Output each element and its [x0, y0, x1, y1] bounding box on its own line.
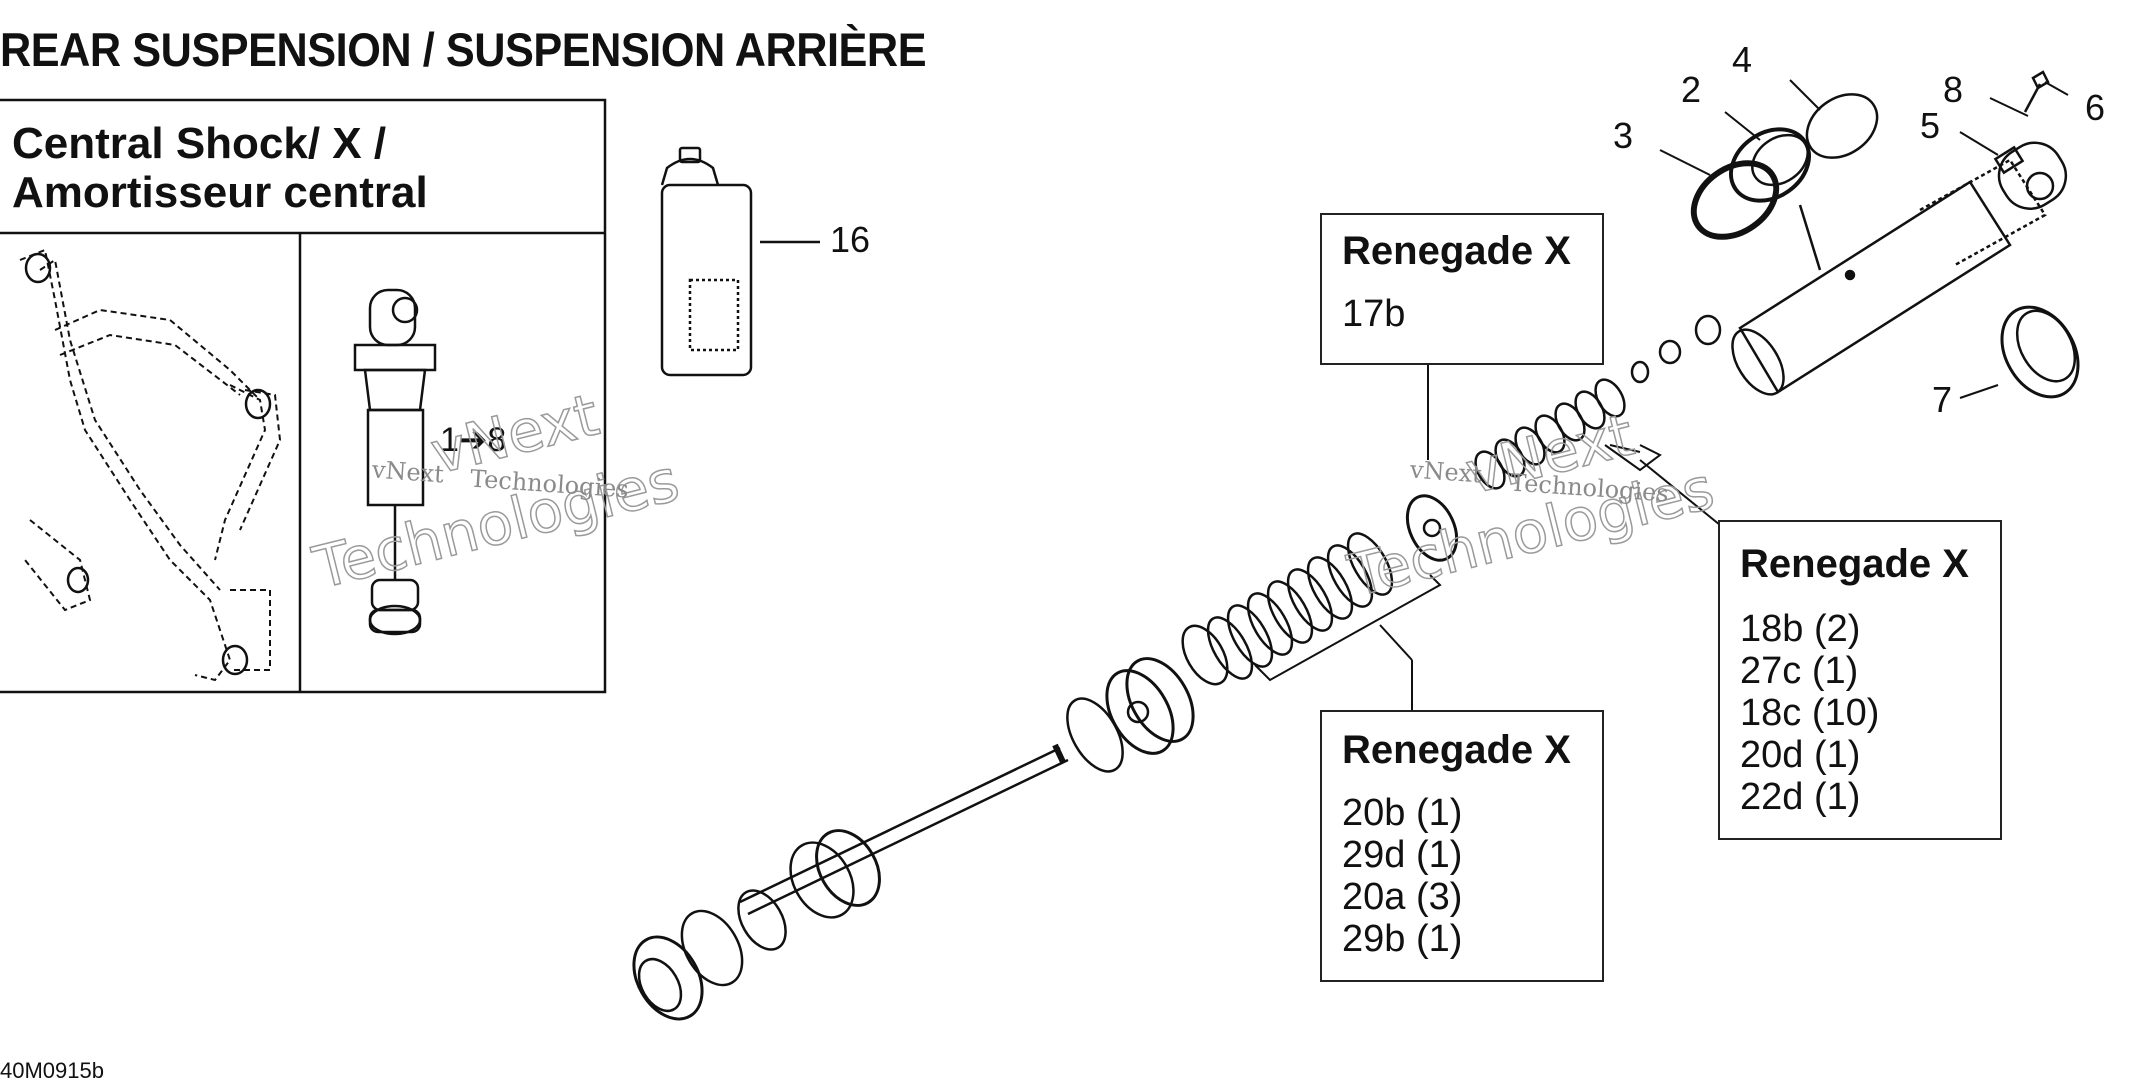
box20-line-3: 20a (3)	[1342, 876, 1463, 918]
callout-8: 8	[1943, 69, 1964, 110]
page-title: REAR SUSPENSION / SUSPENSION ARRIÈRE	[0, 23, 927, 76]
box18-line-1: 18b (2)	[1740, 608, 1861, 650]
gasket	[1066, 697, 1124, 773]
spanner-ring-7	[2000, 305, 2080, 399]
watermark-text-left-1: vNext	[371, 455, 445, 489]
small-shock-drawing	[353, 288, 437, 636]
box18-line-3: 18c (10)	[1740, 692, 1880, 734]
suspension-frame-drawing	[19, 248, 282, 682]
renegade-box-20: Renegade X 20b (1) 29d (1) 20a (3) 29b (…	[1320, 710, 1604, 982]
callout-2: 2	[1681, 69, 1702, 110]
inset-title-line1: Central Shock/ X /	[12, 119, 387, 168]
shock-body	[1731, 141, 2068, 396]
callout-6: 6	[2085, 87, 2106, 128]
inset-range-label: 1➔8	[440, 421, 507, 459]
box20-title: Renegade X	[1342, 728, 1571, 772]
box20-line-1: 20b (1)	[1342, 792, 1463, 834]
nut-5	[1993, 145, 2025, 175]
upper-spring-stack	[1474, 378, 1626, 490]
callout-3: 3	[1613, 115, 1634, 156]
renegade-box-17: Renegade X 17b	[1320, 213, 1604, 365]
leader-lines	[1254, 79, 2069, 710]
box17-line-1: 17b	[1342, 293, 1406, 335]
box20-line-4: 29b (1)	[1342, 918, 1463, 960]
box18-line-2: 27c (1)	[1740, 650, 1859, 692]
washer	[1181, 624, 1229, 686]
shock-shaft	[739, 743, 1069, 916]
box18-line-5: 22d (1)	[1740, 776, 1861, 818]
callout-4: 4	[1732, 39, 1753, 80]
lower-spring-stack	[1206, 532, 1394, 680]
piston	[1405, 494, 1459, 562]
figure-code: 40M0915b	[0, 1058, 104, 1083]
small-nuts	[1630, 314, 1722, 384]
callout-7: 7	[1932, 379, 1953, 420]
callout-16: 16	[830, 219, 871, 260]
renegade-box-18: Renegade X 18b (2) 27c (1) 18c (10) 20d …	[1718, 520, 2002, 840]
box18-title: Renegade X	[1740, 542, 1969, 586]
callout-5: 5	[1920, 105, 1941, 146]
seal-4	[1805, 93, 1879, 159]
o-ring-3	[1690, 160, 1780, 240]
box18-line-4: 20d (1)	[1740, 734, 1861, 776]
inset-title-line2: Amortisseur central	[12, 168, 428, 217]
watermark-text-right-1: vNext	[1409, 455, 1483, 489]
bolt-6	[2031, 70, 2050, 90]
shock-oil-bottle	[660, 146, 820, 377]
inset-frame	[0, 98, 607, 694]
lower-body	[632, 829, 881, 1021]
box17-title: Renegade X	[1342, 229, 1571, 273]
box20-line-2: 29d (1)	[1342, 834, 1463, 876]
